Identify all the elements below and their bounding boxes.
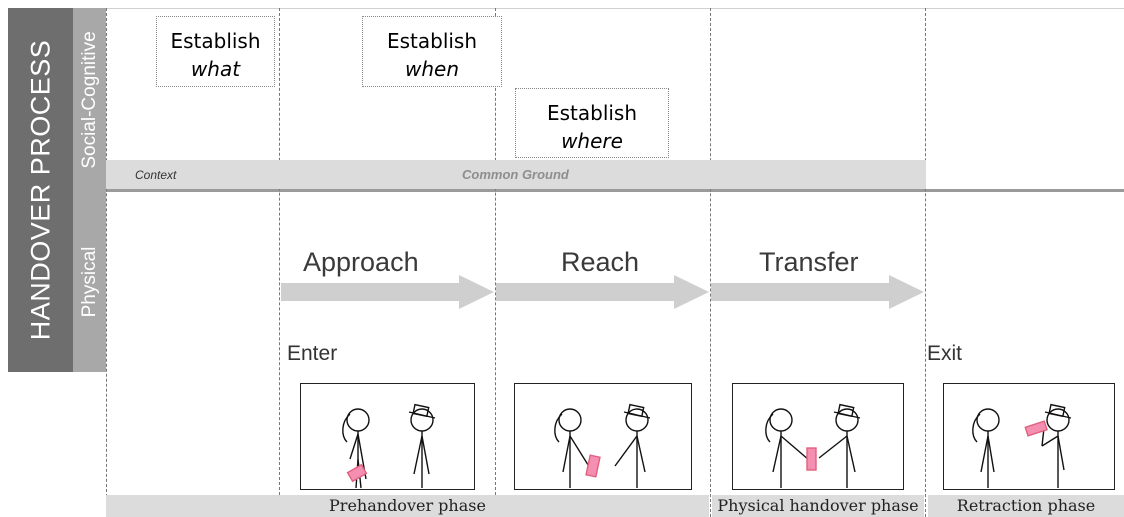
prehandover-phase-band: [106, 495, 709, 517]
stage-label-reach: Reach: [561, 247, 640, 277]
approach-arrow-icon: [281, 275, 494, 309]
establish-when-line2: when: [404, 57, 459, 81]
handover-process-sidebar: HANDOVER PROCESS: [8, 8, 73, 372]
exit-label: Exit: [927, 342, 963, 365]
retraction-phase-band: [928, 495, 1124, 517]
retraction-illustration: [943, 383, 1115, 490]
divider-line-exit: [925, 8, 926, 517]
approach-illustration: [300, 383, 475, 490]
lane-divider-line: [106, 189, 1124, 192]
physical-text: Physical: [78, 246, 100, 317]
reach-illustration: [514, 383, 692, 490]
establish-what-line2: what: [190, 57, 241, 81]
context-label: Context: [135, 168, 177, 182]
enter-label: Enter: [287, 342, 338, 365]
divider-line-transfer: [710, 8, 711, 517]
reach-arrow-icon: [496, 275, 709, 309]
establish-what-line1: Establish: [170, 29, 261, 53]
establish-what-box: Establish what: [156, 16, 275, 87]
top-border-line: [106, 8, 1124, 9]
establish-where-line1: Establish: [546, 101, 638, 125]
social-cognitive-text: Social-Cognitive: [78, 30, 100, 169]
establish-where-box: Establish where: [515, 88, 669, 158]
stage-label-transfer: Transfer: [759, 247, 859, 277]
divider-line-left: [106, 8, 107, 517]
prehandover-phase-label: Prehandover phase: [329, 496, 486, 515]
establish-when-line1: Establish: [386, 29, 478, 53]
handover-process-title: HANDOVER PROCESS: [25, 39, 55, 341]
establish-where-line2: where: [561, 129, 623, 153]
physical-handover-phase-label: Physical handover phase: [717, 496, 919, 515]
common-ground-band: [106, 160, 926, 189]
retraction-phase-label: Retraction phase: [956, 496, 1096, 515]
social-cognitive-lane-label: Social-Cognitive: [73, 8, 106, 191]
divider-line-enter: [279, 8, 280, 495]
transfer-illustration: [732, 383, 904, 490]
divider-line-reach: [495, 8, 496, 495]
physical-handover-phase-band: [712, 495, 924, 517]
physical-lane-label: Physical: [73, 191, 106, 372]
stage-label-approach: Approach: [303, 247, 419, 277]
transfer-arrow-icon: [711, 275, 924, 309]
common-ground-label: Common Ground: [462, 167, 569, 182]
establish-when-box: Establish when: [362, 16, 502, 87]
